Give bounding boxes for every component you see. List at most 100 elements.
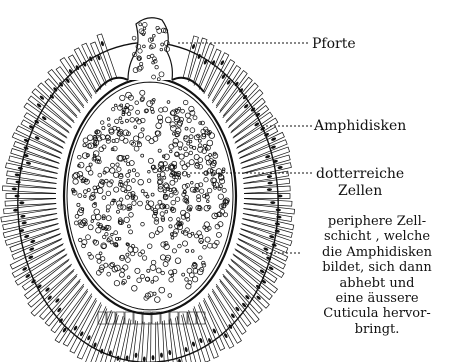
yolk-cell bbox=[101, 257, 105, 261]
yolk-cell bbox=[165, 210, 168, 213]
yolk-cell bbox=[112, 108, 115, 111]
yolk-cell bbox=[189, 135, 193, 139]
yolk-cell bbox=[185, 127, 188, 130]
yolk-cell bbox=[156, 131, 161, 136]
yolk-cell bbox=[191, 250, 194, 253]
yolk-cell bbox=[133, 136, 138, 141]
yolk-cell bbox=[120, 136, 125, 141]
label-peripher-line-8: bringt. bbox=[302, 322, 452, 337]
yolk-cell bbox=[97, 186, 100, 189]
cell-wall bbox=[244, 194, 290, 199]
cell-wall bbox=[242, 163, 291, 179]
columnar-cell bbox=[141, 322, 149, 362]
yolk-cell bbox=[89, 163, 92, 166]
yolk-cell bbox=[185, 278, 189, 282]
columnar-cell bbox=[244, 199, 292, 207]
cell-wall bbox=[243, 179, 289, 189]
label-peripher-line-5: abhebt und bbox=[302, 276, 452, 291]
yolk-cell bbox=[114, 187, 119, 192]
label-dotterreiche-line-1: dotterreiche bbox=[316, 166, 404, 183]
columnar-cell bbox=[244, 186, 290, 193]
yolk-cell bbox=[155, 205, 159, 209]
yolk-cell bbox=[75, 215, 79, 219]
yolk-cell bbox=[163, 176, 166, 179]
yolk-cell bbox=[110, 262, 114, 266]
yolk-cell bbox=[151, 193, 154, 196]
label-periphere-zellschicht: periphere Zell- schicht , welche die Amp… bbox=[302, 214, 452, 337]
label-peripher-line-1: periphere Zell- bbox=[302, 214, 452, 229]
columnar-cell bbox=[12, 234, 62, 259]
cell-nucleus bbox=[256, 295, 262, 301]
yolk-cell bbox=[136, 110, 140, 114]
yolk-cell bbox=[129, 161, 134, 166]
yolk-cell bbox=[141, 250, 145, 254]
yolk-cell bbox=[134, 126, 137, 129]
yolk-cell bbox=[124, 182, 128, 186]
yolk-cell bbox=[106, 209, 109, 212]
yolk-cell bbox=[102, 196, 106, 200]
yolk-cell bbox=[87, 189, 90, 192]
yolk-cell bbox=[149, 233, 154, 238]
yolk-cell bbox=[170, 122, 175, 127]
yolk-cell bbox=[96, 254, 101, 259]
yolk-cell bbox=[157, 226, 163, 232]
cell-nucleus bbox=[267, 188, 272, 191]
yolk-cell bbox=[169, 277, 174, 282]
columnar-cell bbox=[240, 147, 289, 168]
yolk-cell bbox=[171, 200, 176, 205]
cell-wall bbox=[12, 234, 62, 259]
yolk-cell bbox=[205, 237, 210, 242]
cell-nucleus bbox=[243, 103, 249, 109]
yolk-cell bbox=[184, 147, 188, 151]
cell-nucleus bbox=[39, 95, 45, 101]
yolk-cell bbox=[165, 117, 171, 123]
yolk-cell bbox=[168, 294, 172, 298]
yolk-cell bbox=[218, 194, 223, 199]
basal-cell bbox=[125, 312, 133, 324]
yolk-cell bbox=[88, 171, 93, 176]
yolk-cell bbox=[147, 179, 151, 183]
cell-wall bbox=[9, 156, 59, 173]
yolk-cell bbox=[74, 221, 78, 225]
yolk-cell bbox=[170, 180, 175, 185]
yolk-cell bbox=[181, 109, 185, 113]
yolk-cell bbox=[190, 128, 195, 133]
cell-nucleus bbox=[191, 44, 195, 50]
yolk-cell bbox=[156, 268, 161, 273]
yolk-cell bbox=[127, 276, 130, 279]
yolk-cell bbox=[207, 200, 210, 203]
yolk-cell bbox=[124, 159, 127, 162]
cell-nucleus bbox=[191, 341, 195, 347]
yolk-cell bbox=[182, 273, 185, 276]
yolk-cell bbox=[135, 101, 139, 105]
yolk-cell bbox=[207, 140, 213, 146]
yolk-cell bbox=[151, 281, 154, 284]
yolk-cell bbox=[184, 152, 188, 156]
cell-nucleus bbox=[267, 181, 272, 184]
columnar-cell bbox=[164, 320, 174, 362]
yolk-cell bbox=[86, 235, 91, 240]
cell-nucleus bbox=[134, 353, 137, 358]
yolk-cell bbox=[104, 167, 109, 172]
cell-wall bbox=[4, 204, 57, 214]
cell-nucleus bbox=[160, 352, 163, 357]
yolk-cell bbox=[107, 118, 110, 121]
yolk-cell bbox=[187, 174, 190, 177]
yolk-rich-cells bbox=[71, 90, 229, 302]
cell-wall bbox=[14, 142, 61, 164]
columnar-cell bbox=[7, 179, 57, 189]
yolk-cell bbox=[79, 238, 82, 241]
yolk-cell bbox=[135, 173, 139, 177]
yolk-cell bbox=[97, 259, 101, 263]
yolk-cell bbox=[96, 228, 101, 233]
yolk-cell bbox=[79, 176, 83, 180]
columnar-cell bbox=[91, 42, 112, 84]
yolk-cell bbox=[179, 154, 184, 159]
yolk-cell bbox=[153, 136, 158, 141]
yolk-cell bbox=[72, 174, 77, 179]
cell-nucleus bbox=[184, 347, 188, 353]
yolk-cell bbox=[151, 110, 154, 113]
cell-nucleus bbox=[14, 195, 19, 198]
cell-wall bbox=[5, 199, 56, 206]
yolk-cell bbox=[124, 217, 129, 222]
